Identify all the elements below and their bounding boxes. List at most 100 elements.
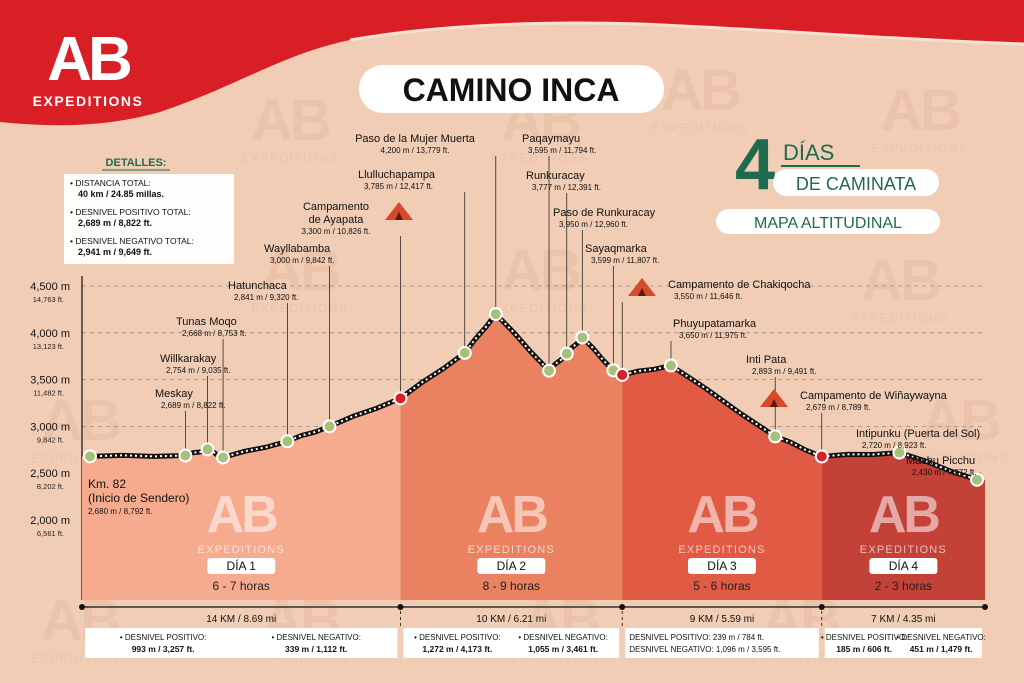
waypoint-name: Paso de la Mujer Muerta	[355, 133, 476, 145]
watermark-name: EXPEDITIONS	[651, 121, 748, 135]
day-stats-box	[85, 628, 398, 658]
waypoint-marker	[970, 472, 984, 487]
y-tick-label: 3,500 m	[30, 375, 70, 387]
day-stats-positive-label: • DESNIVEL POSITIVO:	[414, 633, 501, 642]
y-tick-label: 2,000 m	[30, 515, 70, 527]
day-stats-negative-value: 1,055 m / 3,461 ft.	[528, 644, 598, 654]
waypoint-marker	[216, 450, 231, 465]
day-label-pill	[207, 558, 276, 574]
tent-icon	[385, 202, 413, 220]
day-watermark-logo: AB	[477, 486, 548, 544]
duration-walk: DE CAMINATA	[796, 174, 916, 194]
duration-days: DÍAS	[783, 140, 834, 165]
day-distance: 7 KM / 4.35 mi	[871, 614, 935, 625]
watermark-logo: AB	[881, 78, 960, 143]
day-stats-positive-label: • DESNIVEL POSITIVO:	[821, 633, 908, 642]
details-item-value: 40 km / 24.85 millas.	[78, 189, 164, 199]
day-watermark-name: EXPEDITIONS	[678, 544, 765, 556]
waypoint-marker	[457, 345, 472, 360]
day-stats-negative-label: • DESNIVEL NEGATIVO:	[896, 633, 986, 642]
waypoint-name: Inti Pata	[746, 354, 787, 366]
header-banner-edge	[349, 21, 1024, 46]
waypoint-marker	[663, 358, 678, 373]
waypoint-name-line2: (Inicio de Sendero)	[88, 491, 189, 505]
waypoint-name: Phuyupatamarka	[673, 318, 757, 330]
details-item-label: • DESNIVEL POSITIVO TOTAL:	[70, 207, 191, 217]
waypoint-marker	[200, 442, 215, 457]
day-label: DÍA 4	[889, 558, 919, 573]
waypoint-altitude: 4,200 m / 13,779 ft.	[381, 146, 450, 155]
distance-ruler-tick	[79, 604, 85, 610]
waypoint-marker	[393, 391, 408, 406]
waypoint-altitude: 2,689 m / 8,822 ft.	[161, 401, 225, 410]
day-stats-positive-value: 993 m / 3,257 ft.	[132, 644, 195, 654]
waypoint-altitude: 3,785 m / 12,417 ft.	[364, 182, 433, 191]
waypoint-marker	[768, 429, 783, 444]
watermark-logo: AB	[861, 248, 940, 313]
details-item-label: • DISTANCIA TOTAL:	[70, 178, 151, 188]
details-item-label: • DESNIVEL NEGATIVO TOTAL:	[70, 236, 194, 246]
waypoint-altitude: 2,430 m / 7,972 ft.	[912, 468, 976, 477]
waypoint-altitude: 2,841 m / 9,320 ft.	[234, 293, 298, 302]
day-stats-positive-value: 185 m / 606 ft.	[836, 644, 892, 654]
day-hours: 2 - 3 horas	[875, 579, 932, 593]
waypoint-name: Llulluchapampa	[358, 169, 436, 181]
waypoint-altitude: 3,777 m / 12,391 ft.	[532, 183, 601, 192]
watermark-name: EXPEDITIONS	[871, 141, 968, 155]
day-hours: 8 - 9 horas	[483, 579, 540, 593]
waypoint-name: Campamento de Chakiqocha	[668, 279, 811, 291]
waypoint-marker	[542, 363, 557, 378]
waypoint-name: Tunas Moqo	[176, 316, 237, 328]
waypoint-name: Willkarakay	[160, 353, 217, 365]
watermark-logo: AB	[921, 388, 1000, 453]
day-stats-negative-label: • DESNIVEL NEGATIVO:	[271, 633, 361, 642]
day-1-area	[82, 398, 401, 600]
day-watermark-name: EXPEDITIONS	[198, 544, 285, 556]
day-watermark-logo: AB	[207, 486, 278, 544]
title-badge: CAMINO INCA	[359, 65, 664, 113]
brand-logo: AB EXPEDITIONS	[33, 25, 144, 109]
brand-logo-name: EXPEDITIONS	[33, 93, 144, 109]
watermark-name: EXPEDITIONS	[251, 301, 348, 315]
day-2-area	[400, 314, 623, 600]
duration-number: 4	[735, 125, 775, 205]
details-item-value: 2,689 m / 8,822 ft.	[78, 218, 152, 228]
waypoint-name: Machu Picchu	[906, 455, 975, 467]
day-stats-positive: DESNIVEL POSITIVO: 239 m / 784 ft.	[629, 633, 764, 642]
day-stats-box	[824, 628, 982, 658]
day-watermark-logo: AB	[687, 486, 758, 544]
y-tick-label-ft: 14,763 ft.	[33, 295, 64, 304]
waypoint-altitude: 2,754 m / 9,035 ft.	[166, 366, 230, 375]
waypoint-marker	[814, 449, 829, 464]
details-item-value: 2,941 m / 9,649 ft.	[78, 247, 152, 257]
waypoint-altitude: 3,950 m / 12,960 ft.	[559, 220, 628, 229]
details-panel: DETALLES: • DISTANCIA TOTAL:40 km / 24.8…	[64, 157, 234, 264]
day-stats-negative-label: • DESNIVEL NEGATIVO:	[518, 633, 608, 642]
waypoint-altitude: 2,680 m / 8,792 ft.	[88, 507, 152, 516]
watermark-name: EXPEDITIONS	[491, 151, 588, 165]
y-tick-label-ft: 6,561 ft.	[37, 529, 64, 538]
waypoint-marker	[83, 449, 97, 464]
day-watermark-name: EXPEDITIONS	[468, 544, 555, 556]
watermark-name: EXPEDITIONS	[911, 451, 1008, 465]
waypoint-name: Sayaqmarka	[585, 243, 648, 255]
day-watermark-name: EXPEDITIONS	[860, 544, 947, 556]
waypoint-altitude: 3,000 m / 9,842 ft.	[270, 256, 334, 265]
tent-icon	[760, 389, 788, 407]
watermark-name: EXPEDITIONS	[491, 301, 588, 315]
waypoint-altitude: 3,300 m / 10,826 ft.	[302, 227, 371, 236]
waypoint-name: Campamento de Wiñaywayna	[800, 390, 948, 402]
map-type-label: MAPA ALTITUDINAL	[754, 215, 902, 232]
waypoint-name: Paqaymayu	[522, 133, 580, 145]
tent-icon-door	[638, 288, 646, 296]
day-distance: 9 KM / 5.59 mi	[690, 614, 754, 625]
day-3-area	[622, 365, 822, 600]
day-hours: 5 - 6 horas	[693, 579, 750, 593]
day-distance: 14 KM / 8.69 mi	[206, 614, 276, 625]
day-label-pill	[687, 558, 756, 574]
waypoint-altitude: 2,679 m / 8,789 ft.	[806, 403, 870, 412]
day-stats-negative-value: 339 m / 1,112 ft.	[285, 644, 347, 654]
day-hours: 6 - 7 horas	[213, 579, 270, 593]
watermark-logo: AB	[501, 238, 580, 303]
